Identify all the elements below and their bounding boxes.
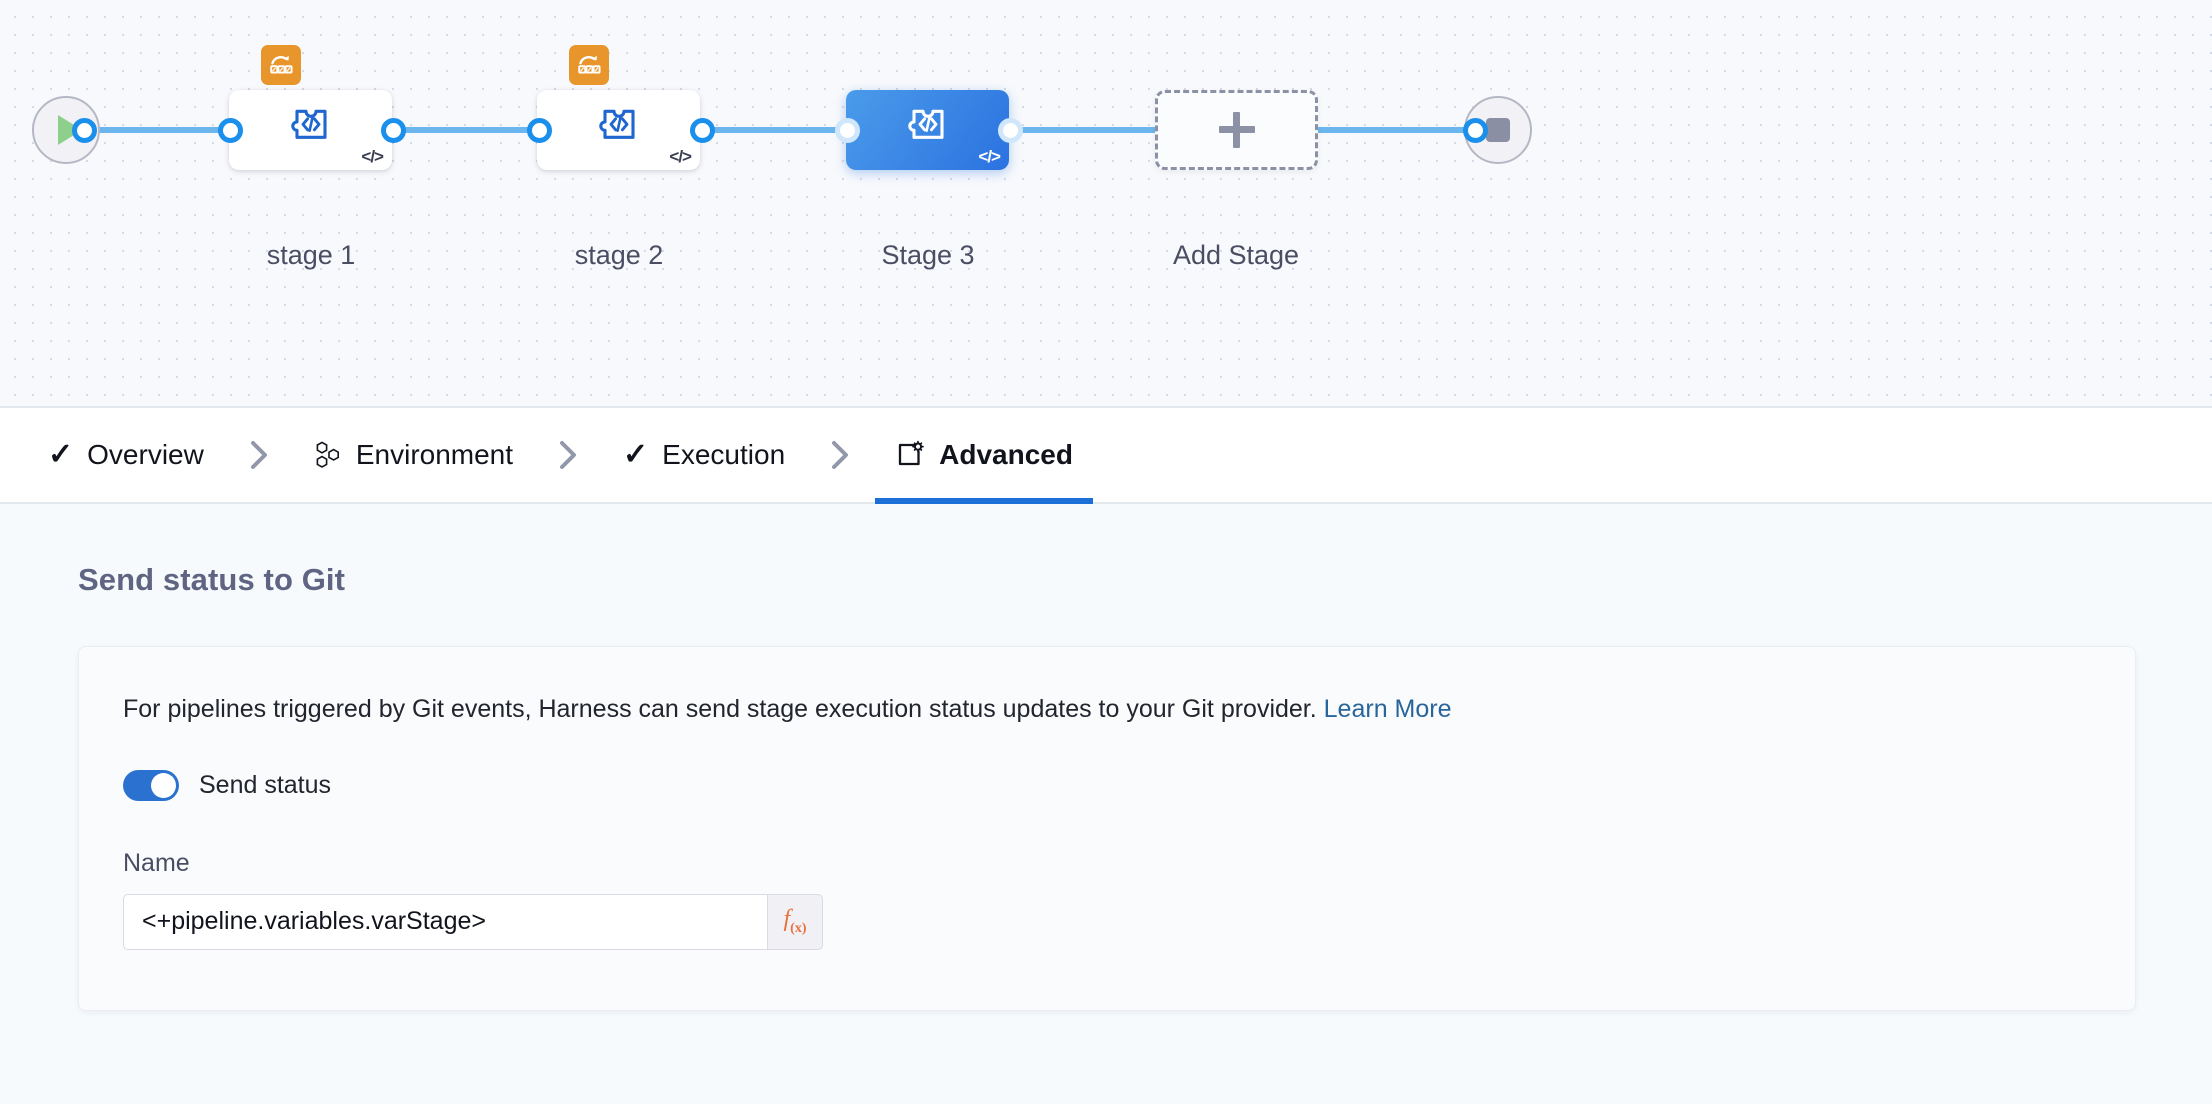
connector-stage2-to-stage3 [695, 127, 855, 133]
port-stage3-in[interactable] [835, 118, 860, 143]
advanced-gear-icon [895, 440, 925, 470]
custom-stage-icon [904, 100, 952, 153]
stage-code-marker: </> [669, 147, 692, 166]
advanced-panel: Send status to Git For pipelines trigger… [0, 504, 2212, 1104]
check-icon: ✓ [48, 438, 74, 471]
matrix-looping-icon [569, 45, 609, 85]
chevron-right-icon [805, 408, 875, 502]
send-status-toggle-row: Send status [123, 769, 2091, 801]
name-input[interactable] [123, 893, 767, 950]
pipeline-canvas[interactable]: </> stage 1 [0, 0, 2212, 408]
tab-execution-label: Execution [662, 439, 786, 470]
stage-label-2: stage 2 [574, 240, 664, 270]
name-field-label: Name [123, 848, 190, 877]
stage-code-marker: </> [361, 147, 384, 166]
tab-advanced-label: Advanced [939, 439, 1073, 470]
stage-label-3: Stage 3 [881, 240, 975, 270]
port-stage2-out[interactable] [690, 118, 715, 143]
fx-icon: f(x) [783, 906, 807, 936]
port-end-in[interactable] [1463, 118, 1488, 143]
chevron-right-icon [224, 408, 294, 502]
port-stage1-in[interactable] [218, 118, 243, 143]
send-status-toggle-label: Send status [199, 770, 332, 799]
add-stage-button[interactable] [1155, 90, 1318, 170]
pipeline-flow: </> stage 1 [0, 0, 2212, 300]
connector-stage3-to-addstage [1003, 127, 1168, 133]
send-status-toggle[interactable] [123, 769, 179, 801]
tab-overview[interactable]: ✓ Overview [28, 408, 224, 502]
stage-code-marker: </> [978, 147, 1001, 166]
stop-icon [1486, 118, 1510, 142]
tab-execution[interactable]: ✓ Execution [603, 408, 805, 502]
tab-environment[interactable]: Environment [294, 408, 533, 502]
connector-addstage-to-end [1312, 127, 1477, 133]
plus-icon [1218, 112, 1255, 148]
hexagons-icon [314, 440, 342, 470]
send-status-description: For pipelines triggered by Git events, H… [123, 693, 2091, 726]
learn-more-link[interactable]: Learn More [1323, 695, 1452, 723]
stage-tab-bar: ✓ Overview Environment ✓ Execution [0, 408, 2212, 504]
port-stage3-out[interactable] [998, 118, 1023, 143]
page-title: Send status to Git [78, 562, 346, 597]
connector-stage1-to-stage2 [385, 127, 545, 133]
tab-overview-label: Overview [87, 439, 204, 470]
custom-stage-icon [595, 100, 643, 153]
port-stage1-out[interactable] [381, 118, 406, 143]
matrix-looping-icon [261, 45, 301, 85]
send-status-card: For pipelines triggered by Git events, H… [78, 646, 2136, 1011]
toggle-knob [151, 772, 176, 798]
stage-label-1: stage 1 [266, 240, 356, 270]
port-stage2-in[interactable] [527, 118, 552, 143]
pipeline-end-node[interactable] [1464, 96, 1532, 164]
check-icon: ✓ [623, 438, 649, 471]
stage-node-2[interactable]: </> [537, 45, 700, 170]
tab-advanced[interactable]: Advanced [875, 408, 1093, 504]
tab-environment-label: Environment [355, 439, 514, 470]
stage-node-1[interactable]: </> [229, 45, 392, 170]
connector-start-to-stage1 [78, 127, 238, 133]
expression-toggle-button[interactable]: f(x) [767, 893, 823, 950]
chevron-right-icon [533, 408, 603, 502]
add-stage-label: Add Stage [1172, 240, 1300, 270]
custom-stage-icon [287, 100, 335, 153]
name-field-group: f(x) [123, 893, 823, 950]
stage-node-3[interactable]: </> [846, 90, 1009, 170]
description-text: For pipelines triggered by Git events, H… [123, 695, 1317, 723]
port-start-out[interactable] [72, 118, 97, 143]
